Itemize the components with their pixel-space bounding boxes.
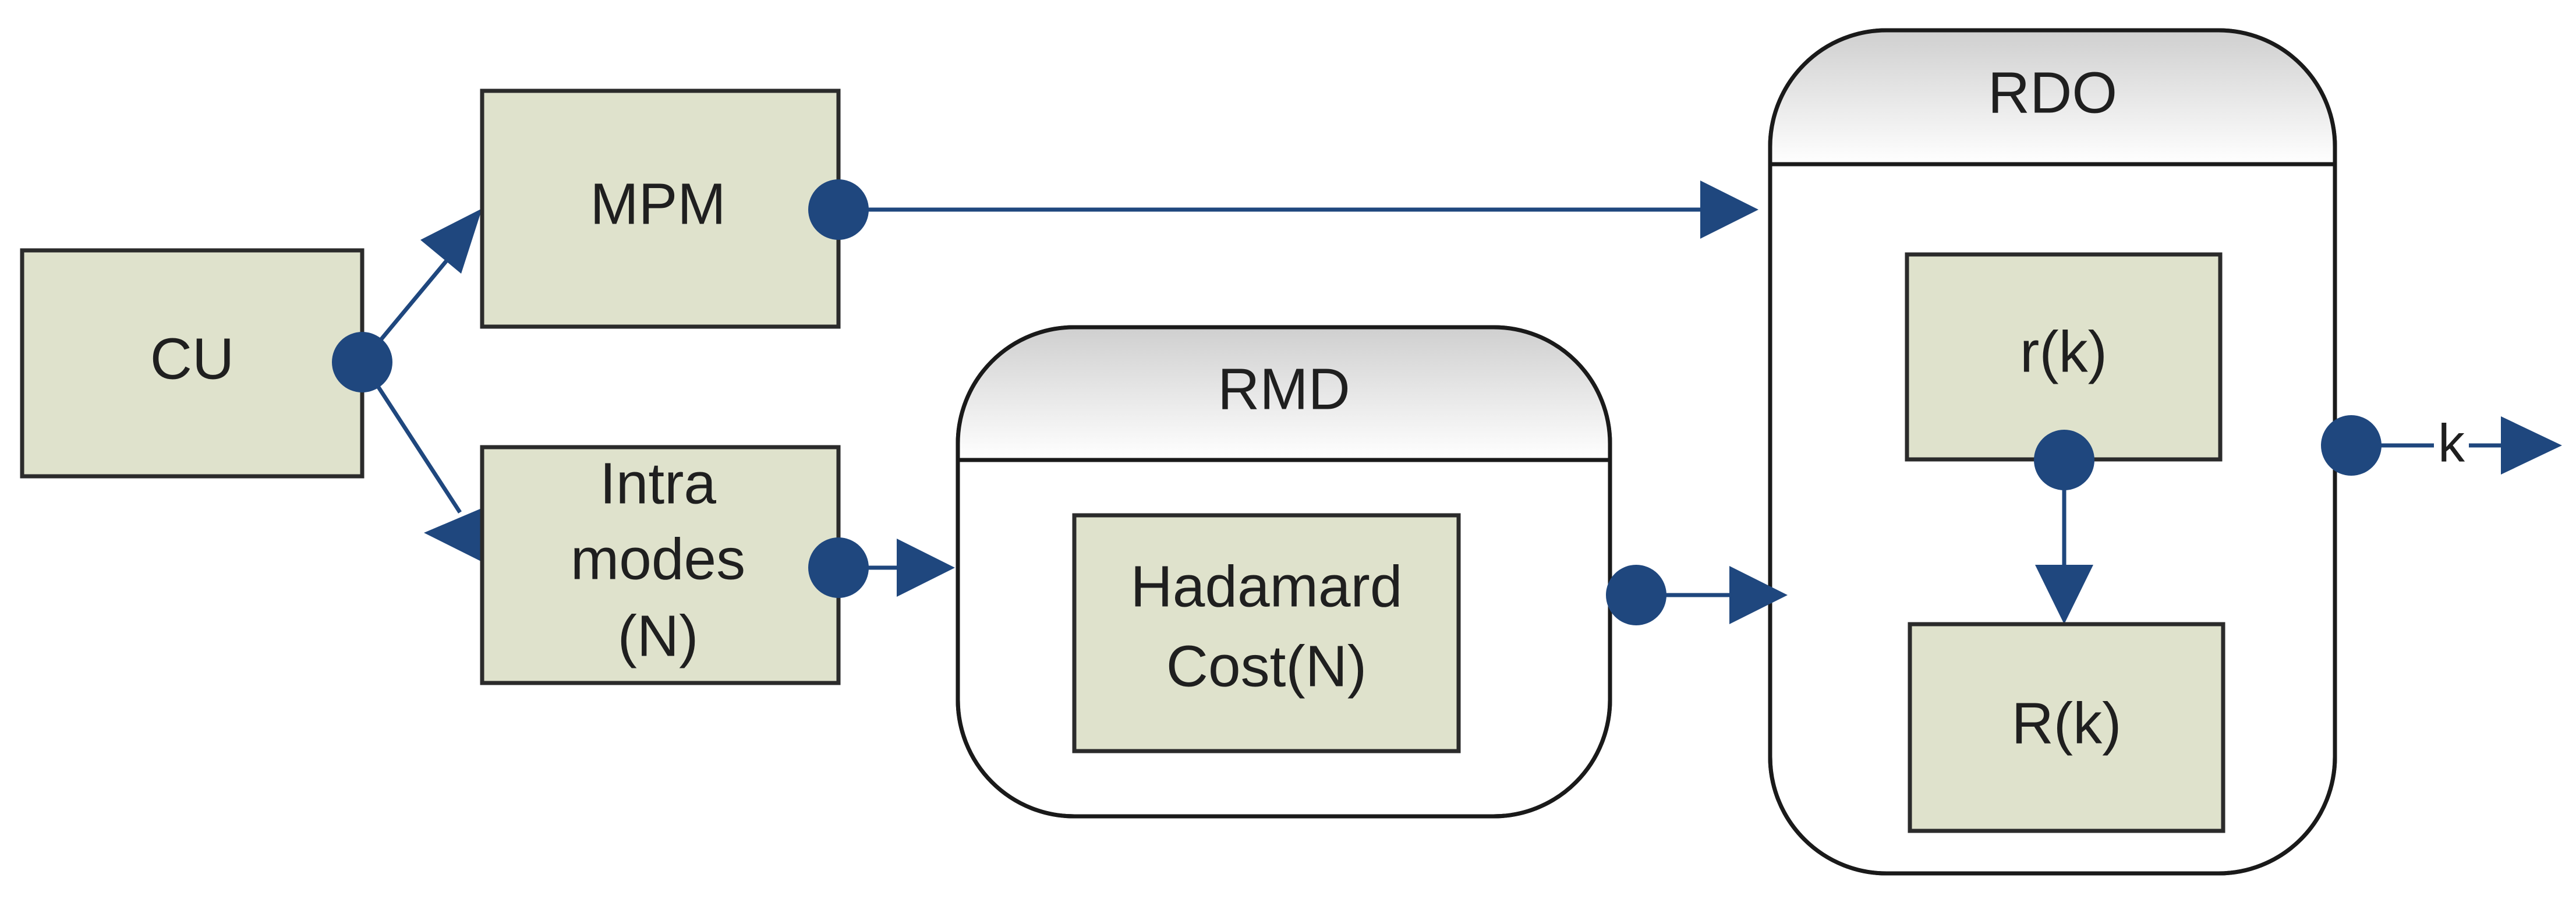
port-dots bbox=[332, 179, 2382, 625]
mpm-output-port bbox=[808, 179, 869, 240]
rdo-header bbox=[1770, 30, 2335, 164]
cu-to-intra-arrowhead bbox=[424, 507, 486, 564]
node-r-upper-k: R(k) bbox=[1908, 622, 2225, 833]
mpm-label: MPM bbox=[590, 171, 726, 236]
intra-label-line2: modes bbox=[571, 526, 745, 592]
cu-label: CU bbox=[150, 326, 234, 391]
node-intra-modes: Intra modes (N) bbox=[480, 445, 841, 685]
rk-output-port bbox=[2034, 430, 2094, 490]
rmd-header bbox=[958, 327, 1610, 460]
hadamard-label-line2: Cost(N) bbox=[1166, 633, 1367, 699]
intra-to-rmd-arrowhead bbox=[897, 539, 955, 597]
intra-label-line3: (N) bbox=[618, 603, 699, 668]
rdo-output-port bbox=[2321, 415, 2382, 476]
cu-to-mpm-arrowhead bbox=[420, 208, 482, 274]
r-upper-k-label: R(k) bbox=[2012, 691, 2122, 756]
r-lower-k-label: r(k) bbox=[2020, 319, 2107, 384]
node-hadamard-cost: Hadamard Cost(N) bbox=[1072, 513, 1461, 753]
output-k-label: k bbox=[2438, 413, 2465, 473]
rmd-to-rdo-arrowhead bbox=[1729, 566, 1788, 624]
rmd-title: RMD bbox=[1218, 356, 1350, 422]
rmd-output-port bbox=[1606, 565, 1666, 625]
node-cu: CU bbox=[20, 248, 365, 479]
node-mpm: MPM bbox=[480, 89, 841, 329]
output-arrowhead bbox=[2501, 416, 2562, 475]
rk-to-Rk-arrowhead bbox=[2035, 565, 2093, 624]
cu-output-port bbox=[332, 332, 392, 392]
node-r-lower-k: r(k) bbox=[1905, 252, 2223, 462]
intra-label-line1: Intra bbox=[600, 451, 716, 516]
rdo-title: RDO bbox=[1988, 60, 2117, 125]
hadamard-label-line1: Hadamard bbox=[1131, 554, 1403, 619]
intra-output-port bbox=[808, 537, 869, 598]
mpm-to-rdo-arrowhead bbox=[1700, 180, 1758, 239]
